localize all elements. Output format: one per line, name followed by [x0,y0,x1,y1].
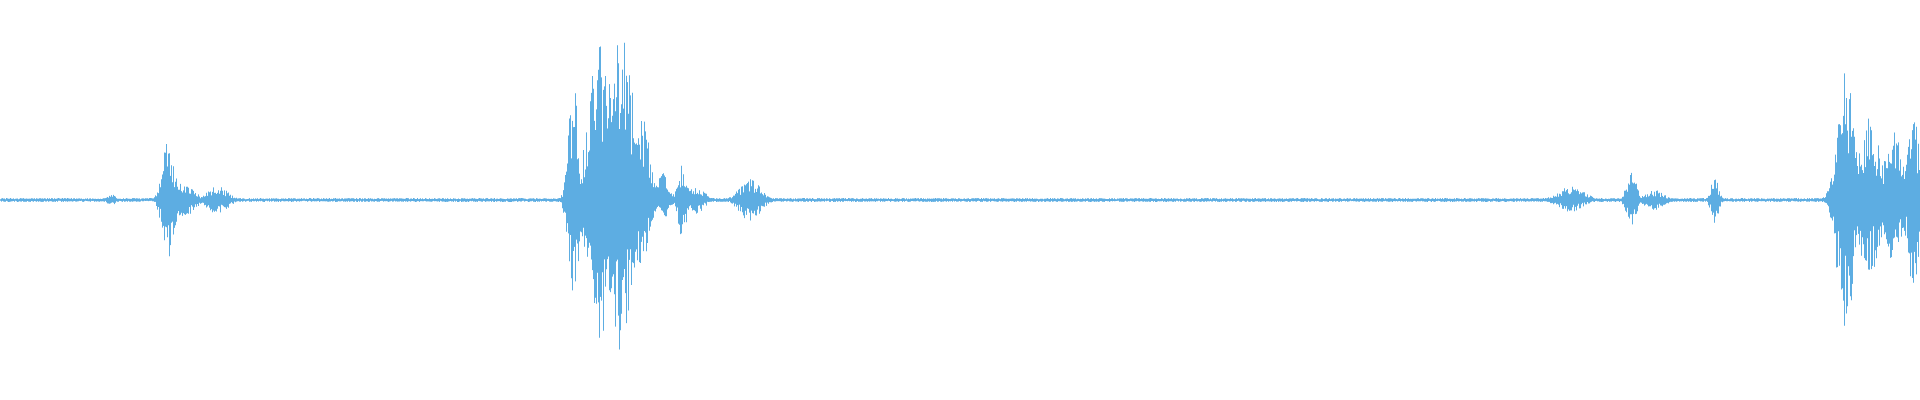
waveform-path [0,42,1920,350]
waveform-samples [0,42,1920,350]
